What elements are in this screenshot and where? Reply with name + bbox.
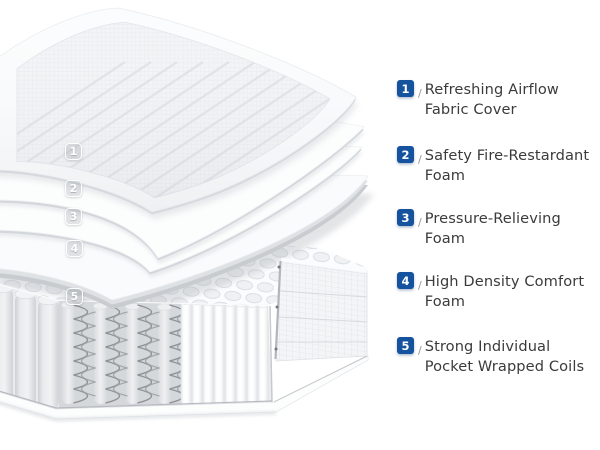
layer-marker-4: 4 [66, 240, 83, 257]
layer-marker-1-number: 1 [69, 145, 78, 158]
spring-coils [73, 304, 185, 404]
legend-badge-5: 5 [397, 337, 414, 354]
mattress-exploded-illustration [0, 7, 374, 422]
legend-item-4: 4 / High Density Comfort Foam [397, 272, 584, 311]
slash-connector-5: / [418, 344, 422, 357]
layer-marker-5-number: 5 [70, 290, 79, 303]
layer-marker-2-number: 2 [69, 182, 78, 195]
legend-item-3: 3 / Pressure-Relieving Foam [397, 209, 561, 248]
legend-badge-4: 4 [397, 272, 414, 289]
legend-item-1: 1 / Refreshing Airflow Fabric Cover [397, 80, 559, 119]
layer-marker-5: 5 [66, 288, 83, 305]
legend-label-3: Pressure-Relieving Foam [424, 210, 561, 247]
layer-marker-2: 2 [65, 180, 82, 197]
slash-connector-3: / [418, 216, 422, 229]
slash-connector-1: / [418, 87, 422, 100]
legend-label-4: High Density Comfort Foam [424, 273, 585, 310]
slash-connector-4: / [418, 279, 422, 292]
legend-label-2: Safety Fire-Restardant Foam [424, 147, 590, 184]
legend-badge-2: 2 [397, 146, 414, 163]
legend-badge-1: 1 [397, 80, 414, 97]
layer-marker-3: 3 [65, 208, 82, 225]
legend-item-5: 5 / Strong Individual Pocket Wrapped Coi… [397, 337, 584, 376]
legend-item-2: 2 / Safety Fire-Restardant Foam [397, 146, 589, 185]
legend-label-5: Strong Individual Pocket Wrapped Coils [424, 338, 585, 375]
legend-label-1: Refreshing Airflow Fabric Cover [424, 81, 559, 118]
slash-connector-2: / [418, 153, 422, 166]
legend-badge-3: 3 [397, 209, 414, 226]
side-panel [274, 257, 368, 362]
layer-marker-3-number: 3 [69, 210, 78, 223]
layer-marker-4-number: 4 [70, 242, 79, 255]
mattress-base [0, 355, 369, 422]
layer-marker-1: 1 [65, 143, 82, 160]
